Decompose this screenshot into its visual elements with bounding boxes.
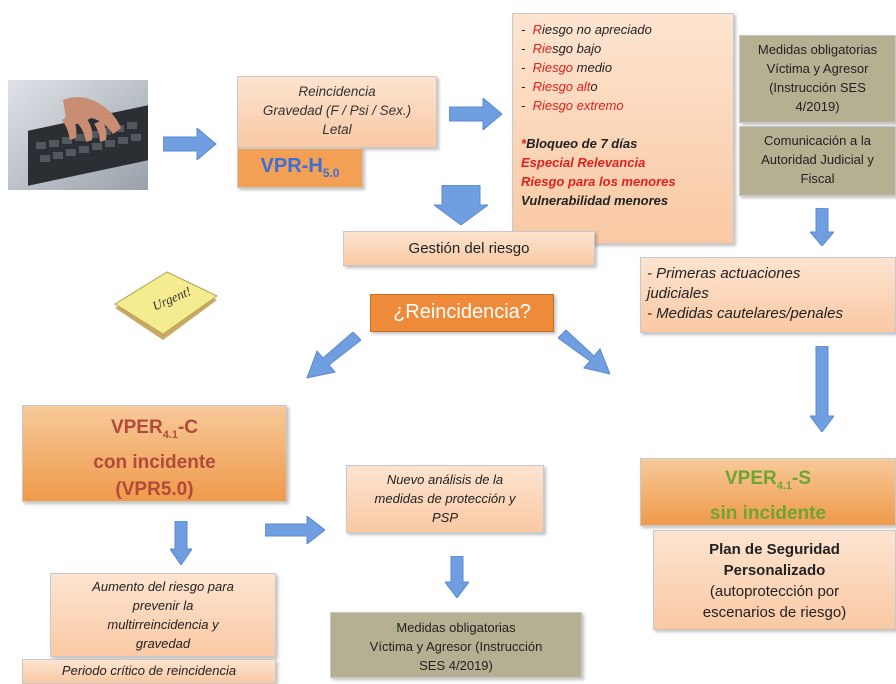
comunicacion-box: Comunicación a la Autoridad Judicial y F… xyxy=(739,126,896,196)
vulnerabilidad-text: Vulnerabilidad menores xyxy=(521,193,669,208)
indicator-gravedad: Gravedad (F / Psi / Sex.) xyxy=(262,103,412,118)
risk-level-item: - Riesgo bajo xyxy=(521,41,602,56)
arrow-right-icon xyxy=(265,516,325,544)
vpr-h-sub: 5.0 xyxy=(322,166,340,180)
keyboard-photo xyxy=(8,80,148,190)
nuevo-analisis-box: Nuevo análisis de la medidas de protecci… xyxy=(346,465,544,533)
arrow-down-icon xyxy=(170,521,192,565)
especial-relevancia-text: Especial Relevancia xyxy=(521,155,646,170)
vper-c-box: VPER4.1-C con incidente (VPR5.0) xyxy=(22,405,287,502)
medidas-bottom-box: Medidas obligatorias Víctima y Agresor (… xyxy=(330,612,582,678)
primeras-actuaciones-box: - Primeras actuaciones judiciales - Medi… xyxy=(640,257,896,333)
arrow-down-icon xyxy=(445,556,469,598)
arrow-down-left-icon xyxy=(306,332,361,379)
arrow-right-icon xyxy=(449,98,503,130)
arrow-down-icon xyxy=(434,185,488,225)
arrow-right-icon xyxy=(163,128,217,160)
arrow-down-icon xyxy=(810,208,834,246)
gestion-riesgo-box: Gestión del riesgo xyxy=(343,231,595,266)
risk-level-item: - Riesgo medio xyxy=(521,60,613,75)
vpr-h-box: VPR-H5.0 xyxy=(237,148,363,188)
aumento-riesgo-box: Aumento del riesgo para prevenir la mult… xyxy=(50,573,276,657)
periodo-critico-box: Periodo crítico de reincidencia xyxy=(22,659,276,684)
indicator-letal: Letal xyxy=(322,122,352,137)
plan-seguridad-box: Plan de Seguridad Personalizado (autopro… xyxy=(653,530,896,630)
urgent-note-image: Urgent! xyxy=(105,268,225,358)
riesgo-menores-text: Riesgo para los menores xyxy=(521,174,676,189)
indicators-box: Reincidencia Gravedad (F / Psi / Sex.) L… xyxy=(237,76,437,148)
risk-level-item: - Riesgo no apreciado xyxy=(521,22,652,37)
arrow-down-icon xyxy=(810,346,834,432)
indicator-reincidencia: Reincidencia xyxy=(298,84,376,99)
vpr-h-label: VPR-H xyxy=(260,155,323,177)
risk-levels-box: - Riesgo no apreciado - Riesgo bajo - Ri… xyxy=(512,13,734,244)
risk-level-item: - Riesgo alto xyxy=(521,79,598,94)
bloqueo-text: *Bloqueo de 7 días xyxy=(521,136,638,151)
medidas-top-box: Medidas obligatorias Víctima y Agresor (… xyxy=(739,35,896,123)
risk-level-item: - Riesgo extremo xyxy=(521,98,624,113)
vper-s-box: VPER4.1-S sin incidente xyxy=(640,458,896,526)
reincidencia-question-box: ¿Reincidencia? xyxy=(370,294,554,332)
arrow-down-right-icon xyxy=(558,330,610,375)
